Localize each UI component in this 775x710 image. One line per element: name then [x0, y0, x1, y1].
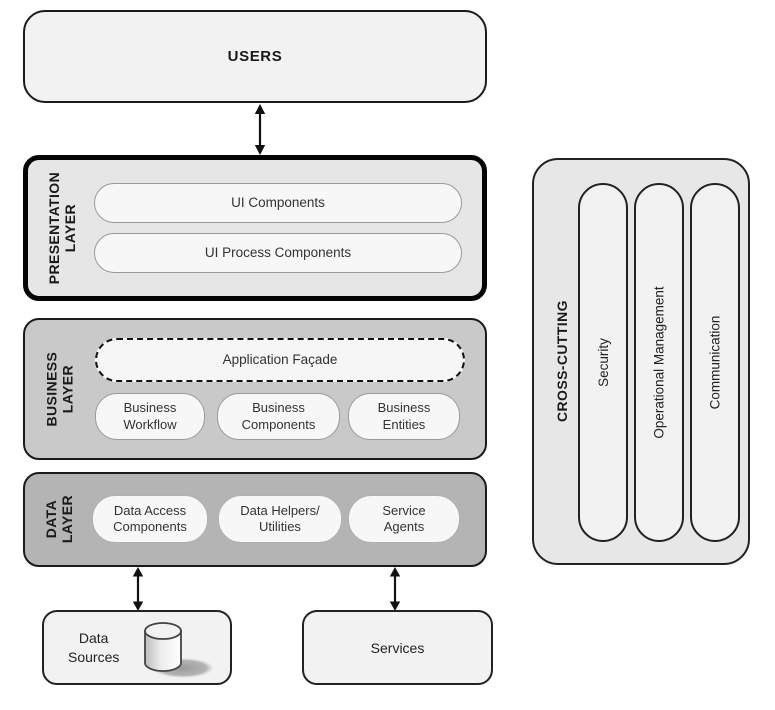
data-access-components-box: Data Access Components: [92, 495, 208, 543]
communication-column: Communication: [690, 183, 740, 542]
ui-process-components-box: UI Process Components: [94, 233, 462, 273]
service-agents-label: Service Agents: [382, 502, 426, 534]
ui-components-label: UI Components: [231, 194, 325, 210]
business-workflow-box: Business Workflow: [95, 393, 205, 440]
arrow-up-down-icon: [389, 567, 401, 611]
arrow-up-down-icon: [254, 104, 266, 155]
operational-management-column: Operational Management: [634, 183, 684, 542]
ui-components-box: UI Components: [94, 183, 462, 223]
presentation-layer: PRESENTATION LAYER UI Components UI Proc…: [23, 155, 487, 301]
data-helpers-utilities-label: Data Helpers/ Utilities: [240, 502, 320, 534]
business-components-box: Business Components: [217, 393, 340, 440]
data-access-components-label: Data Access Components: [113, 502, 187, 534]
data-helpers-utilities-box: Data Helpers/ Utilities: [218, 495, 342, 543]
database-cylinder-icon: [144, 621, 215, 678]
business-entities-box: Business Entities: [348, 393, 460, 440]
data-sources-box: Data Sources: [42, 610, 232, 685]
business-components-label: Business Components: [241, 400, 316, 432]
security-label: Security: [595, 338, 611, 387]
operational-management-label: Operational Management: [651, 286, 667, 439]
users-box: USERS: [23, 10, 487, 103]
presentation-layer-label-line2: LAYER: [62, 203, 78, 253]
services-label: Services: [370, 639, 425, 656]
presentation-layer-label: PRESENTATION LAYER: [28, 160, 96, 296]
data-sources-label: Data Sources: [68, 630, 120, 665]
business-entities-label: Business Entities: [377, 400, 431, 432]
presentation-layer-label-line1: PRESENTATION: [45, 171, 62, 285]
cross-cutting-panel: CROSS-CUTTING Security Operational Manag…: [532, 158, 750, 565]
services-box: Services: [302, 610, 493, 685]
security-column: Security: [578, 183, 628, 542]
users-label: USERS: [227, 48, 283, 65]
business-layer: BUSINESS LAYER Application Façade Busine…: [23, 318, 487, 460]
data-layer-label-line1: DATA: [42, 500, 59, 539]
data-layer: DATA LAYER Data Access Components Data H…: [23, 472, 487, 567]
business-layer-label-line2: LAYER: [59, 364, 75, 414]
business-layer-label-line1: BUSINESS: [42, 351, 59, 427]
application-facade-box: Application Façade: [95, 338, 465, 382]
business-workflow-label: Business Workflow: [123, 400, 177, 432]
communication-label: Communication: [707, 315, 723, 410]
data-layer-label: DATA LAYER: [25, 474, 93, 565]
data-layer-label-line2: LAYER: [58, 495, 75, 544]
arrow-up-down-icon: [132, 567, 144, 611]
application-facade-label: Application Façade: [222, 351, 338, 367]
business-layer-label: BUSINESS LAYER: [25, 320, 93, 458]
service-agents-box: Service Agents: [348, 495, 460, 543]
ui-process-components-label: UI Process Components: [204, 244, 352, 260]
